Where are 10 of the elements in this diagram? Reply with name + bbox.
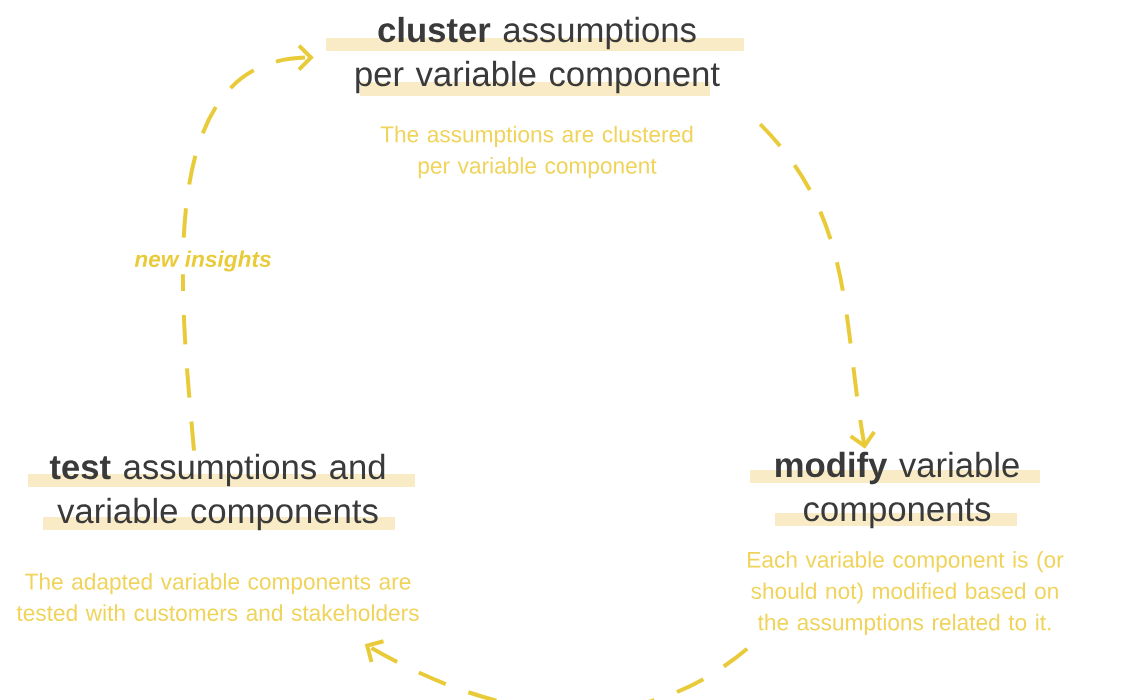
- step-description: The assumptions are clustered per variable component: [380, 125, 693, 179]
- highlighted-heading: test assumptions and variable components: [28, 453, 415, 531]
- edge-label: new insights: [131, 247, 275, 275]
- highlighted-heading: cluster assumptions per variable component: [326, 16, 744, 96]
- highlighted-heading: modify variable components: [750, 451, 1040, 529]
- step-description: The adapted variable components are tested with customers and stakeholders: [16, 573, 419, 621]
- step-description: Each variable component is (or should not) modified based on the assumptions related to it.: [748, 551, 1064, 635]
- dashed-arrow: [364, 639, 749, 700]
- dashed-arrow: [180, 44, 314, 451]
- dashed-arrow: [758, 122, 876, 449]
